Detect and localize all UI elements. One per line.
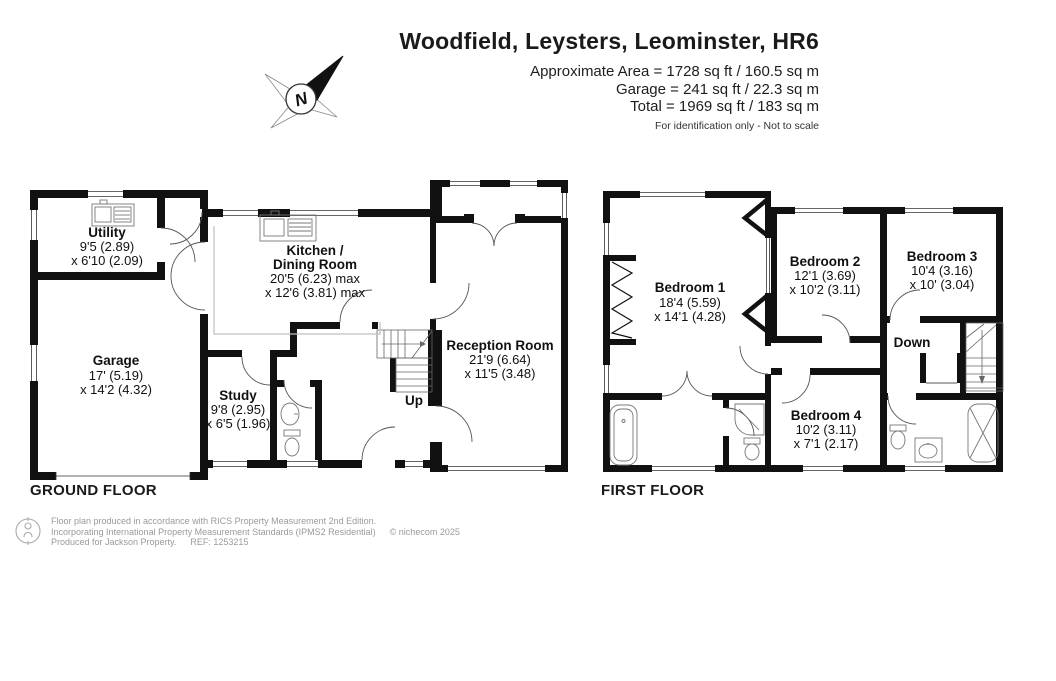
room-study: Study 9'8 (2.95) x 6'5 (1.96) xyxy=(206,388,271,431)
staircase-down-icon xyxy=(965,322,1004,392)
ground-floor-plan: Utility 9'5 (2.89) x 6'10 (2.09) Kitchen… xyxy=(30,180,568,480)
footer: Floor plan produced in accordance with R… xyxy=(13,516,460,548)
footer-line3: Produced for Jackson Property. REF: 12532… xyxy=(51,537,460,548)
footer-line3-text: Produced for Jackson Property. xyxy=(51,537,177,547)
first-floor-label: FIRST FLOOR xyxy=(601,482,705,499)
ensuite-toilet-icon xyxy=(743,437,761,461)
room-bedroom2-name: Bedroom 2 xyxy=(790,254,861,269)
chimney-breast-icon xyxy=(741,197,770,334)
room-reception: Reception Room 21'9 (6.64) x 11'5 (3.48) xyxy=(446,338,553,381)
room-bedroom4: Bedroom 4 10'2 (3.11) x 7'1 (2.17) xyxy=(791,408,862,451)
room-bedroom2-dim1: 12'1 (3.69) xyxy=(794,268,856,283)
room-bedroom1-dim1: 18'4 (5.59) xyxy=(659,295,721,310)
garage-area: Garage = 241 sq ft / 22.3 sq m xyxy=(615,80,819,98)
room-bedroom4-name: Bedroom 4 xyxy=(791,408,862,423)
room-bedroom2: Bedroom 2 12'1 (3.69) x 10'2 (3.11) xyxy=(790,254,861,297)
first-floor-plan: Bedroom 1 18'4 (5.59) x 14'1 (4.28) Bedr… xyxy=(603,191,1004,472)
room-garage-name: Garage xyxy=(93,353,140,368)
wardrobe-icon xyxy=(610,261,634,339)
bathroom-shower-icon xyxy=(967,403,999,463)
ground-openings xyxy=(30,180,568,480)
footer-ref: REF: 1253215 xyxy=(190,537,249,547)
kitchen-counter xyxy=(213,226,381,335)
room-garage: Garage 17' (5.19) x 14'2 (4.32) xyxy=(80,353,152,397)
bath-icon xyxy=(609,404,638,466)
footer-line2-text: Incorporating International Property Mea… xyxy=(51,526,376,537)
ensuite-shower-icon xyxy=(734,403,765,436)
header: Woodfield, Leysters, Leominster, HR6 App… xyxy=(399,28,819,132)
room-reception-dim1: 21'9 (6.64) xyxy=(469,352,531,367)
room-kitchen-dining: Kitchen / Dining Room 20'5 (6.23) max x … xyxy=(265,243,366,300)
identification-note: For identification only - Not to scale xyxy=(655,119,819,132)
room-bedroom4-dim1: 10'2 (3.11) xyxy=(796,422,857,437)
room-study-dim2: x 6'5 (1.96) xyxy=(206,416,271,431)
garage-door xyxy=(55,472,191,480)
room-bedroom3-name: Bedroom 3 xyxy=(907,249,978,264)
wc-toilet-icon xyxy=(283,429,301,457)
kitchen-sink-icon xyxy=(259,210,317,242)
room-bedroom3: Bedroom 3 10'4 (3.16) x 10' (3.04) xyxy=(907,249,978,292)
room-utility: Utility 9'5 (2.89) x 6'10 (2.09) xyxy=(71,225,143,268)
utility-sink-icon xyxy=(91,199,135,227)
room-bedroom1: Bedroom 1 18'4 (5.59) x 14'1 (4.28) xyxy=(654,280,726,324)
footer-line2: Incorporating International Property Mea… xyxy=(51,527,460,538)
compass-icon: N xyxy=(264,55,344,129)
total-area: Total = 1969 sq ft / 183 sq m xyxy=(630,98,819,115)
page-title: Woodfield, Leysters, Leominster, HR6 xyxy=(399,28,819,54)
room-study-dim1: 9'8 (2.95) xyxy=(211,402,266,417)
first-door-arcs xyxy=(661,289,957,437)
ground-door-arcs xyxy=(160,211,518,461)
room-utility-dim2: x 6'10 (2.09) xyxy=(71,253,143,268)
room-utility-dim1: 9'5 (2.89) xyxy=(80,239,135,254)
staircase-up-icon xyxy=(376,329,433,393)
rics-person-icon xyxy=(15,517,41,545)
room-bedroom3-dim2: x 10' (3.04) xyxy=(910,277,975,292)
room-garage-dim1: 17' (5.19) xyxy=(89,368,144,383)
room-kitchen-dim2: x 12'6 (3.81) max xyxy=(265,285,366,300)
wc-sink-icon xyxy=(280,402,300,426)
room-reception-name: Reception Room xyxy=(446,338,553,353)
footer-line1: Floor plan produced in accordance with R… xyxy=(51,516,377,526)
room-kitchen-dim1: 20'5 (6.23) max xyxy=(270,271,360,286)
room-bedroom1-name: Bedroom 1 xyxy=(655,280,726,295)
room-bedroom4-dim2: x 7'1 (2.17) xyxy=(794,436,859,451)
room-study-name: Study xyxy=(219,388,257,403)
room-kitchen-name2: Dining Room xyxy=(273,257,357,272)
stairs-down-label: Down xyxy=(894,335,931,350)
footer-copyright: © nichecom 2025 xyxy=(389,526,460,537)
room-utility-name: Utility xyxy=(88,225,126,240)
bathroom-sink-icon xyxy=(914,437,943,463)
room-kitchen-name1: Kitchen / xyxy=(286,243,343,258)
stairs-up-label: Up xyxy=(405,393,423,408)
ground-floor-label: GROUND FLOOR xyxy=(30,482,157,499)
room-bedroom1-dim2: x 14'1 (4.28) xyxy=(654,309,726,324)
room-garage-dim2: x 14'2 (4.32) xyxy=(80,382,152,397)
area-summary: Approximate Area = 1728 sq ft / 160.5 sq… xyxy=(399,63,819,116)
room-reception-dim2: x 11'5 (3.48) xyxy=(465,366,536,381)
room-bedroom2-dim2: x 10'2 (3.11) xyxy=(790,282,861,297)
room-bedroom3-dim1: 10'4 (3.16) xyxy=(911,263,973,278)
bathroom-toilet-icon xyxy=(889,424,907,450)
first-openings xyxy=(603,191,953,472)
approximate-area: Approximate Area = 1728 sq ft / 160.5 sq… xyxy=(530,63,819,80)
